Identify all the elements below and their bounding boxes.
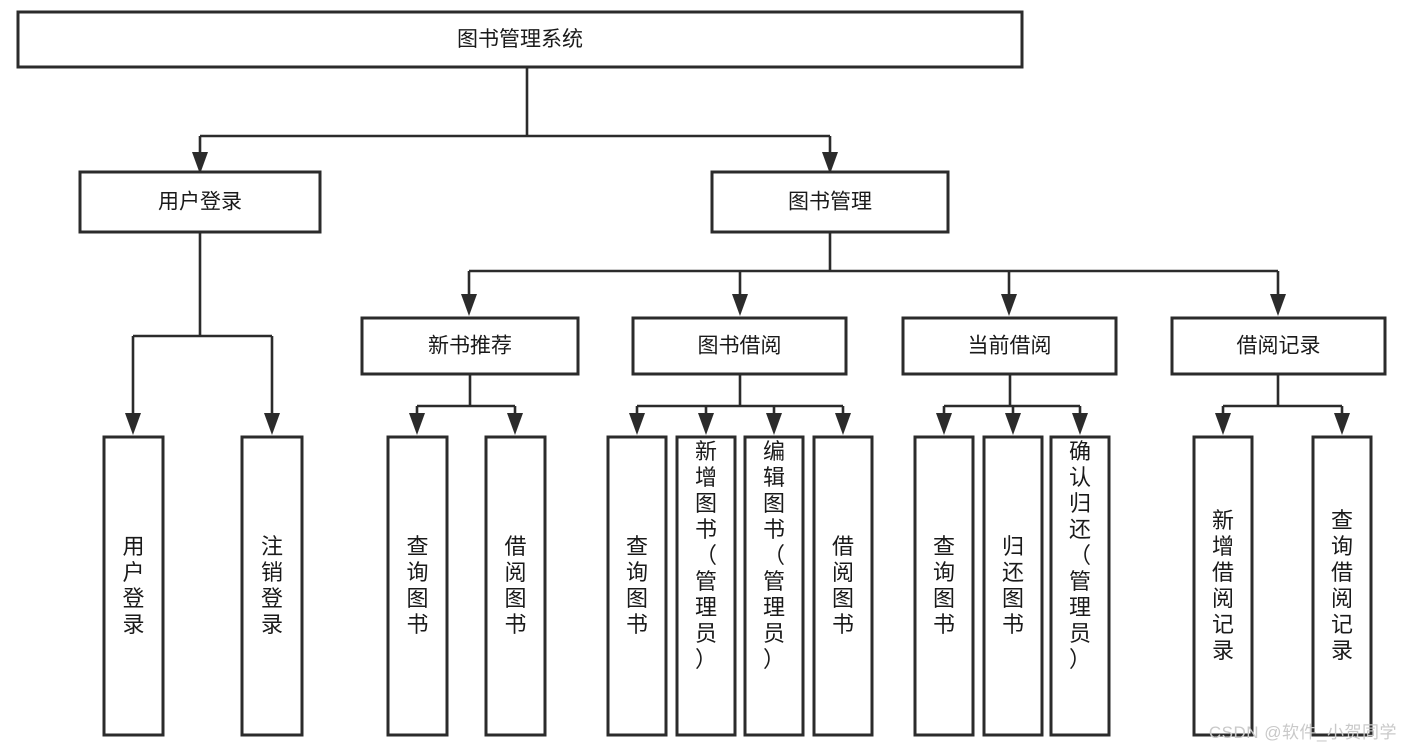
node-box-book-management[interactable] (710, 170, 950, 234)
node-leaf-return-book[interactable]: 归还图书 (982, 435, 1044, 737)
arrowhead-icon (264, 413, 280, 435)
node-box-user-login[interactable] (78, 170, 322, 234)
arrowhead-icon (1072, 413, 1088, 435)
node-box-leaf-return-book[interactable] (982, 435, 1044, 737)
arrowhead-icon (835, 413, 851, 435)
arrowhead-icon (732, 294, 748, 316)
node-label-leaf-query-book-borrow: 查询图书 (626, 534, 648, 637)
node-box-root[interactable] (16, 10, 1024, 69)
node-leaf-query-book-borrow[interactable]: 查询图书 (606, 435, 668, 737)
node-box-current-borrow[interactable] (901, 316, 1118, 376)
arrowhead-icon (1270, 294, 1286, 316)
arrowhead-icon (461, 294, 477, 316)
node-box-leaf-borrow-book[interactable] (812, 435, 874, 737)
node-label-borrow-record: 借阅记录 (1237, 335, 1321, 358)
arrowhead-icon (192, 152, 208, 174)
node-book-borrow[interactable]: 图书借阅 (631, 316, 848, 376)
arrowhead-icon (409, 413, 425, 435)
node-leaf-query-book-current[interactable]: 查询图书 (913, 435, 975, 737)
diagram-nodes-layer: 图书管理系统用户登录图书管理新书推荐图书借阅当前借阅借阅记录用户登录注销登录查询… (16, 10, 1387, 737)
node-box-book-borrow[interactable] (631, 316, 848, 376)
arrowhead-icon (1215, 413, 1231, 435)
node-label-leaf-add-borrow-record: 新增借阅记录 (1212, 508, 1234, 663)
node-box-leaf-edit-book[interactable] (743, 435, 805, 737)
node-label-root: 图书管理系统 (457, 28, 583, 51)
node-box-leaf-user-login[interactable] (102, 435, 165, 737)
node-label-leaf-query-borrow-record: 查询借阅记录 (1331, 508, 1353, 663)
node-box-leaf-user-logout[interactable] (240, 435, 304, 737)
arrowhead-icon (698, 413, 714, 435)
node-label-book-management: 图书管理 (788, 191, 872, 214)
node-label-current-borrow: 当前借阅 (968, 335, 1052, 358)
node-label-leaf-user-logout: 注销登录 (261, 534, 283, 637)
node-label-leaf-user-login: 用户登录 (122, 534, 144, 637)
connector-book-borrow-to-leaves (629, 374, 851, 435)
arrowhead-icon (507, 413, 523, 435)
arrowhead-icon (1334, 413, 1350, 435)
node-leaf-edit-book[interactable]: 编辑图书（管理员） (743, 435, 805, 737)
node-leaf-add-book[interactable]: 新增图书（管理员） (675, 435, 737, 737)
node-label-leaf-query-book-current: 查询图书 (933, 534, 955, 637)
node-leaf-user-logout[interactable]: 注销登录 (240, 435, 304, 737)
node-box-leaf-query-book-borrow[interactable] (606, 435, 668, 737)
arrowhead-icon (766, 413, 782, 435)
node-box-leaf-confirm-return[interactable] (1049, 435, 1111, 737)
node-label-leaf-edit-book: 编辑图书（管理员） (763, 439, 785, 672)
node-leaf-query-book-recommend[interactable]: 查询图书 (386, 435, 449, 737)
node-label-new-book-recommend: 新书推荐 (428, 335, 512, 358)
node-current-borrow[interactable]: 当前借阅 (901, 316, 1118, 376)
node-box-leaf-add-book[interactable] (675, 435, 737, 737)
node-box-leaf-borrow-book-recommend[interactable] (484, 435, 547, 737)
node-label-leaf-query-book-recommend: 查询图书 (406, 534, 428, 637)
node-box-leaf-query-book-current[interactable] (913, 435, 975, 737)
connector-root-to-level1 (192, 67, 838, 174)
node-box-leaf-add-borrow-record[interactable] (1192, 435, 1254, 737)
connector-new-book-recommend-to-leaves (409, 374, 523, 435)
connector-book-management-to-level2 (461, 232, 1286, 316)
node-label-leaf-return-book: 归还图书 (1002, 534, 1024, 637)
arrowhead-icon (822, 152, 838, 174)
node-box-borrow-record[interactable] (1170, 316, 1387, 376)
connector-user-login-to-leaves (125, 232, 280, 435)
node-new-book-recommend[interactable]: 新书推荐 (360, 316, 580, 376)
node-leaf-query-borrow-record[interactable]: 查询借阅记录 (1311, 435, 1373, 737)
arrowhead-icon (936, 413, 952, 435)
connector-current-borrow-to-leaves (936, 374, 1088, 435)
node-label-leaf-confirm-return: 确认归还（管理员） (1069, 439, 1091, 672)
arrowhead-icon (1001, 294, 1017, 316)
arrowhead-icon (1005, 413, 1021, 435)
node-label-leaf-borrow-book: 借阅图书 (832, 534, 854, 637)
node-label-leaf-borrow-book-recommend: 借阅图书 (504, 534, 526, 637)
node-leaf-confirm-return[interactable]: 确认归还（管理员） (1049, 435, 1111, 737)
node-leaf-user-login[interactable]: 用户登录 (102, 435, 165, 737)
node-leaf-borrow-book[interactable]: 借阅图书 (812, 435, 874, 737)
node-label-leaf-add-book: 新增图书（管理员） (695, 439, 717, 672)
node-borrow-record[interactable]: 借阅记录 (1170, 316, 1387, 376)
node-book-management[interactable]: 图书管理 (710, 170, 950, 234)
node-root[interactable]: 图书管理系统 (16, 10, 1024, 69)
node-box-new-book-recommend[interactable] (360, 316, 580, 376)
node-box-leaf-query-borrow-record[interactable] (1311, 435, 1373, 737)
node-user-login[interactable]: 用户登录 (78, 170, 322, 234)
node-leaf-borrow-book-recommend[interactable]: 借阅图书 (484, 435, 547, 737)
connector-edges-layer (125, 67, 1350, 435)
node-label-user-login: 用户登录 (158, 191, 242, 214)
node-label-book-borrow: 图书借阅 (698, 335, 782, 358)
arrowhead-icon (629, 413, 645, 435)
arrowhead-icon (125, 413, 141, 435)
node-leaf-add-borrow-record[interactable]: 新增借阅记录 (1192, 435, 1254, 737)
node-box-leaf-query-book-recommend[interactable] (386, 435, 449, 737)
connector-borrow-record-to-leaves (1215, 374, 1350, 435)
